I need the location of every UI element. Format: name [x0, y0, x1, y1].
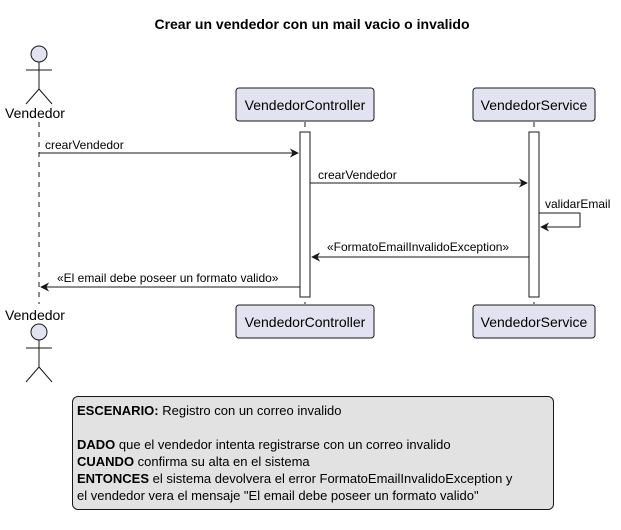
- participant-label: VendedorService: [481, 314, 588, 330]
- message-label: «El email debe poseer un formato valido»: [57, 271, 279, 285]
- message-validar-email: validarEmail: [539, 197, 610, 232]
- given-line: DADO que el vendedor intenta registrarse…: [77, 436, 553, 453]
- then-line-continued: el vendedor vera el mensaje "El email de…: [77, 487, 553, 504]
- message-label: validarEmail: [545, 197, 610, 211]
- actor-head-icon: [30, 323, 48, 341]
- scenario-text: Registro con un correo invalido: [158, 403, 342, 418]
- message-return-error-message: «El email debe poseer un formato valido»: [40, 271, 300, 292]
- actor-label-bottom: Vendedor: [5, 307, 65, 323]
- message-crear-vendedor-1: crearVendedor: [39, 138, 299, 158]
- scenario-note: ESCENARIO: Registro con un correo invali…: [72, 396, 554, 510]
- given-keyword: DADO: [77, 437, 116, 452]
- activation-bar-service: [528, 131, 540, 298]
- given-text: que el vendedor intenta registrarse con …: [115, 437, 451, 452]
- participant-controller-bottom: VendedorController: [235, 304, 375, 339]
- scenario-line: ESCENARIO: Registro con un correo invali…: [77, 402, 553, 419]
- when-text: confirma su alta en el sistema: [134, 454, 310, 469]
- participant-service-bottom: VendedorService: [472, 304, 596, 339]
- actor-label-top: Vendedor: [5, 105, 65, 121]
- participant-label: VendedorController: [245, 314, 366, 330]
- participant-service-top: VendedorService: [472, 87, 596, 122]
- then-text-continued: el vendedor vera el mensaje "El email de…: [77, 488, 479, 503]
- message-label: crearVendedor: [318, 168, 397, 182]
- activation-bar-controller: [299, 131, 311, 298]
- message-crear-vendedor-2: crearVendedor: [310, 168, 528, 188]
- actor-vendedor-bottom: Vendedor: [5, 307, 65, 383]
- then-text: el sistema devolvera el error FormatoEma…: [149, 471, 513, 486]
- diagram-title: Crear un vendedor con un mail vacio o in…: [154, 16, 469, 32]
- participant-label: VendedorService: [481, 97, 588, 113]
- scenario-keyword: ESCENARIO:: [77, 403, 159, 418]
- actor-head-icon: [30, 45, 48, 63]
- participant-controller-top: VendedorController: [235, 87, 375, 122]
- when-keyword: CUANDO: [77, 454, 135, 469]
- then-line: ENTONCES el sistema devolvera el error F…: [77, 470, 553, 487]
- when-line: CUANDO confirma su alta en el sistema: [77, 453, 553, 470]
- message-label: crearVendedor: [45, 138, 124, 152]
- message-return-exception: «FormatoEmailInvalidoException»: [311, 240, 529, 262]
- participant-label: VendedorController: [245, 97, 366, 113]
- message-label: «FormatoEmailInvalidoException»: [327, 240, 509, 254]
- then-keyword: ENTONCES: [77, 471, 149, 486]
- actor-vendedor-top: Vendedor: [5, 45, 65, 121]
